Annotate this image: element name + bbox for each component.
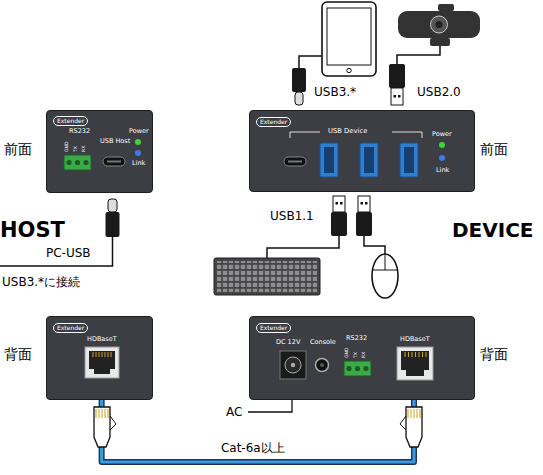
callout-label: USB3.*: [314, 86, 356, 98]
brand-badge: Extender: [53, 323, 88, 333]
brand-badge: Extender: [256, 117, 291, 127]
keyboard-icon: [214, 258, 320, 295]
usb-cable: [364, 236, 385, 254]
rj45-plug: [94, 407, 116, 447]
panel-label: Power: [129, 128, 149, 135]
callout-label: AC: [226, 406, 242, 418]
panel-label: Console: [310, 339, 336, 346]
pc-usb-cable: [0, 237, 113, 266]
extender-panel: ExtenderUSB Device PowerLink: [249, 110, 475, 192]
usbc-plug: [106, 199, 120, 237]
callout-label: HOST: [0, 220, 65, 241]
tablet-icon: [322, 2, 376, 76]
pin-label: GND: [65, 141, 70, 152]
pin-label: TX: [74, 146, 79, 152]
pin-label: RX: [362, 352, 367, 358]
mouse-icon: [372, 254, 398, 298]
usbc-plug: [292, 68, 306, 105]
pin-label: TX: [354, 352, 359, 358]
lan-cable: [102, 400, 414, 462]
usb-cable: [397, 46, 440, 64]
callout-label: 背面: [4, 347, 32, 361]
callout-label: 背面: [480, 347, 508, 361]
callout-label: USB2.0: [417, 86, 461, 98]
usba-plug: [331, 196, 347, 236]
extender-panel: ExtenderHDBaseT: [46, 316, 153, 400]
panel-label: HDBaseT: [400, 336, 430, 343]
panel-label: USB Device: [328, 128, 367, 135]
lan-cable-core: [102, 400, 414, 462]
usb-cable: [267, 236, 339, 258]
panel-label: Power: [432, 131, 452, 138]
brand-badge: Extender: [53, 116, 88, 126]
usba-plug: [356, 196, 372, 236]
extender-panel: ExtenderRS232GND TXRX USB Host PowerLink: [46, 110, 153, 193]
panel-label: USB Host: [100, 138, 130, 145]
callout-label: DEVICE: [452, 220, 534, 240]
callout-label: USB3.*に接続: [2, 276, 80, 288]
callout-label: 前面: [480, 142, 508, 156]
webcam-icon: [398, 4, 480, 46]
panel-label: RS232: [69, 128, 90, 135]
callout-label: 前面: [4, 142, 32, 156]
panel-label: HDBaseT: [87, 336, 117, 343]
extender-panel: Extender DC 12V Console RS232GND TXRX HDBaseT: [249, 316, 475, 400]
pin-label: GND: [345, 347, 350, 358]
panel-label: Link: [132, 160, 145, 167]
callout-label: PC-USB: [46, 247, 91, 259]
pin-label: RX: [82, 146, 87, 152]
edge-label: Cat-6a以上: [219, 442, 287, 454]
panel-label: DC 12V: [276, 339, 300, 346]
ac-leader: [248, 400, 292, 412]
usb-cable: [299, 56, 322, 68]
panel-label: RS232: [346, 335, 367, 342]
usba-plug: [389, 64, 405, 105]
brand-badge: Extender: [256, 323, 291, 333]
panel-label: Link: [436, 167, 449, 174]
callout-label: USB1.1: [270, 210, 314, 222]
rj45-plug: [400, 407, 422, 447]
